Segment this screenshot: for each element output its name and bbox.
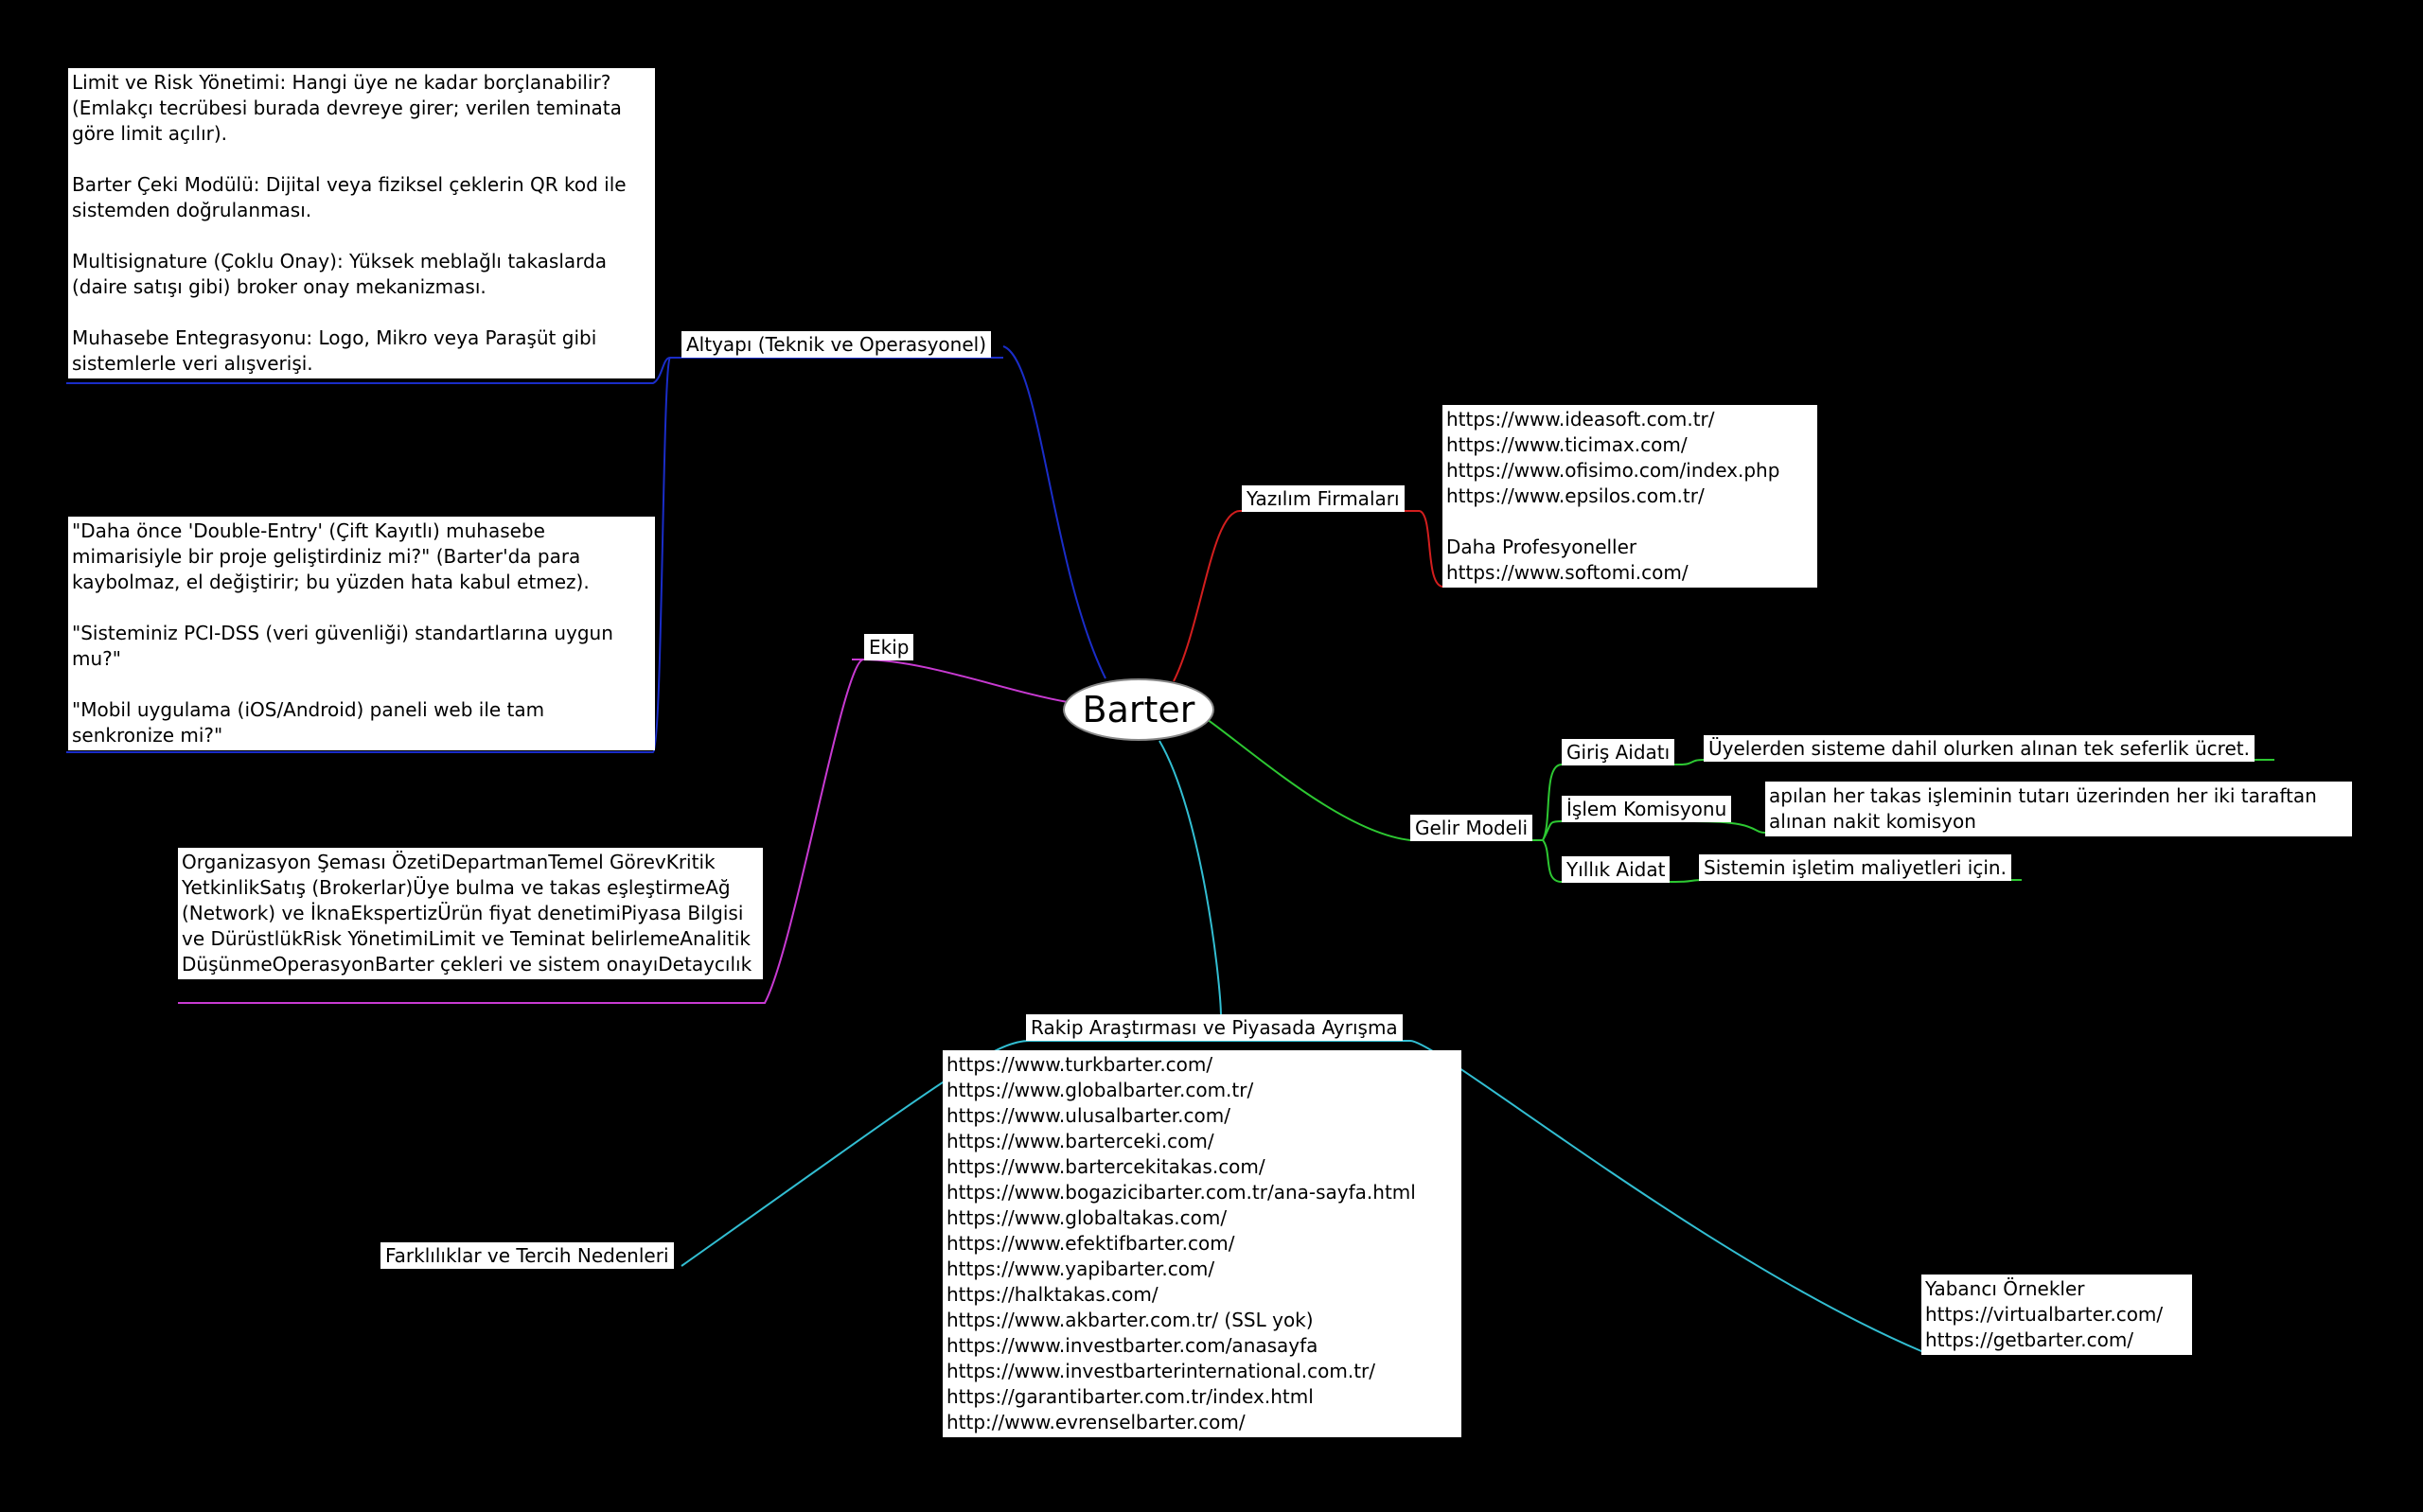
node-islem-komisyonu-label: İşlem Komisyonu <box>1566 798 1727 820</box>
node-ekip[interactable]: Ekip <box>864 634 914 660</box>
node-gelir-label: Gelir Modeli <box>1415 817 1529 839</box>
note-islem-komisyonu-text: apılan her takas işleminin tutarı üzerin… <box>1769 784 2317 833</box>
root-label: Barter <box>1082 689 1195 730</box>
note-rakip-links-text: https://www.turkbarter.com/ https://www.… <box>946 1053 1416 1433</box>
node-yillik-aidat-label: Yıllık Aidat <box>1566 858 1666 881</box>
node-islem-komisyonu[interactable]: İşlem Komisyonu <box>1562 796 1732 822</box>
edge-ekip-note <box>178 659 864 1004</box>
node-yazilim-firmalari[interactable]: Yazılım Firmaları <box>1242 485 1405 512</box>
node-yillik-aidat[interactable]: Yıllık Aidat <box>1562 856 1671 883</box>
node-farkliliklar[interactable]: Farklılıklar ve Tercih Nedenleri <box>380 1242 674 1269</box>
node-ekip-label: Ekip <box>869 636 910 659</box>
node-farkliliklar-label: Farklılıklar ve Tercih Nedenleri <box>385 1244 669 1267</box>
edge-gelir <box>1206 718 1543 841</box>
note-yillik-aidat-text: Sistemin işletim maliyetleri için. <box>1704 856 2007 879</box>
node-rakip-label: Rakip Araştırması ve Piyasada Ayrışma <box>1031 1016 1398 1039</box>
edge-altyapi-note1 <box>66 357 671 384</box>
note-altyapi-questions-text: "Daha önce 'Double-Entry' (Çift Kayıtlı)… <box>72 519 613 747</box>
node-giris-aidati-label: Giriş Aidatı <box>1566 741 1671 764</box>
node-altyapi[interactable]: Altyapı (Teknik ve Operasyonel) <box>681 331 992 358</box>
node-yabanci-ornekler-text: Yabancı Örnekler https://virtualbarter.c… <box>1925 1277 2164 1351</box>
edge-altyapi <box>1002 345 1106 679</box>
node-yabanci-ornekler[interactable]: Yabancı Örnekler https://virtualbarter.c… <box>1921 1275 2192 1355</box>
note-giris-aidati-text: Üyelerden sisteme dahil olurken alınan t… <box>1708 737 2250 760</box>
node-rakip-arastirmasi[interactable]: Rakip Araştırması ve Piyasada Ayrışma <box>1026 1014 1403 1041</box>
node-altyapi-label: Altyapı (Teknik ve Operasyonel) <box>686 333 987 356</box>
edge-altyapi-note2 <box>66 357 671 753</box>
note-altyapi-features-text: Limit ve Risk Yönetimi: Hangi üye ne kad… <box>72 71 627 375</box>
note-altyapi-features[interactable]: Limit ve Risk Yönetimi: Hangi üye ne kad… <box>68 68 655 378</box>
note-ekip-organizasyon[interactable]: Organizasyon Şeması ÖzetiDepartmanTemel … <box>178 848 763 979</box>
root-node-barter[interactable]: Barter <box>1063 678 1214 741</box>
note-rakip-links[interactable]: https://www.turkbarter.com/ https://www.… <box>943 1050 1461 1437</box>
edge-yazilim-note <box>1419 510 1817 588</box>
node-yazilim-label: Yazılım Firmaları <box>1247 487 1400 510</box>
edge-ekip <box>852 659 1069 703</box>
edge-rakip <box>1158 740 1222 1018</box>
edge-rakip-farklar <box>681 1040 1031 1267</box>
note-yillik-aidat[interactable]: Sistemin işletim maliyetleri için. <box>1699 854 2011 881</box>
edge-gelir-1 <box>1542 759 2274 841</box>
note-ekip-text: Organizasyon Şeması ÖzetiDepartmanTemel … <box>182 851 752 976</box>
note-giris-aidati[interactable]: Üyelerden sisteme dahil olurken alınan t… <box>1704 735 2255 762</box>
node-giris-aidati[interactable]: Giriş Aidatı <box>1562 739 1675 765</box>
note-islem-komisyonu[interactable]: apılan her takas işleminin tutarı üzerin… <box>1765 782 2352 836</box>
node-gelir-modeli[interactable]: Gelir Modeli <box>1410 815 1533 841</box>
edge-yazilim <box>1173 510 1420 682</box>
note-yazilim-text: https://www.ideasoft.com.tr/ https://www… <box>1446 408 1780 584</box>
note-altyapi-questions[interactable]: "Daha önce 'Double-Entry' (Çift Kayıtlı)… <box>68 517 655 750</box>
note-yazilim-links[interactable]: https://www.ideasoft.com.tr/ https://www… <box>1442 405 1817 588</box>
